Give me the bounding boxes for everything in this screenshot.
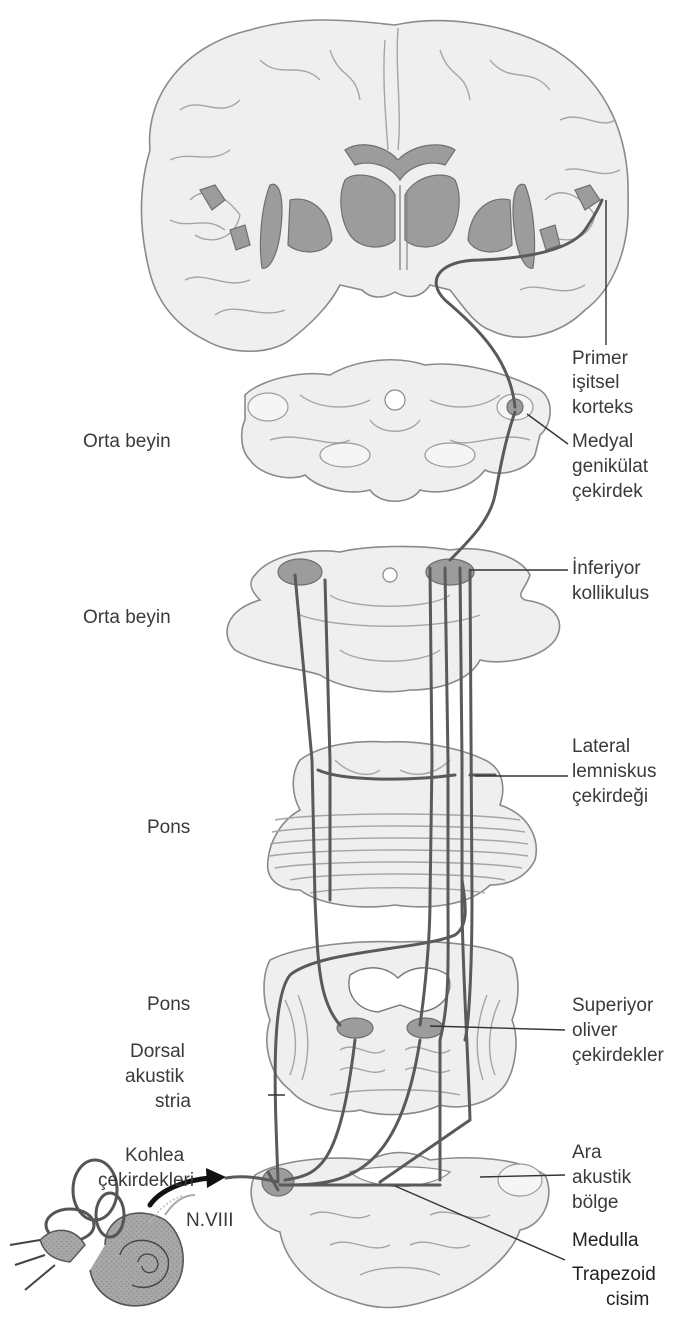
label-cochlear-nuclei: Kohlea çekirdekleri bbox=[98, 1145, 194, 1191]
label-intermediate-stria: Ara akustik bölge bbox=[572, 1142, 632, 1213]
label-lateral-lemniscus: Lateral lemniskus çekirdeği bbox=[572, 736, 656, 807]
label-dorsal-stria: Dorsal akustik stria bbox=[125, 1041, 191, 1112]
so-line-1: Superiyor bbox=[572, 995, 654, 1016]
so-line-3: çekirdekler bbox=[572, 1045, 665, 1066]
ll-line-2: lemniskus bbox=[572, 761, 656, 782]
ias-line-1: Ara bbox=[572, 1142, 602, 1163]
midbrain-section-upper bbox=[242, 360, 550, 501]
cn-line-2: çekirdekleri bbox=[98, 1170, 194, 1191]
ll-line-1: Lateral bbox=[572, 736, 630, 757]
mgn-line-3: çekirdek bbox=[572, 481, 643, 502]
cn-line-1: Kohlea bbox=[125, 1145, 185, 1166]
label-pons-upper: Pons bbox=[147, 817, 190, 838]
primary-cortex-line-2: işitsel bbox=[572, 372, 620, 393]
label-primary-cortex: Primer işitsel korteks bbox=[572, 348, 633, 418]
trapezoid-line-2: cisim bbox=[606, 1289, 649, 1310]
dorsal-line-1: Dorsal bbox=[130, 1041, 185, 1062]
ias-line-2: akustik bbox=[572, 1167, 632, 1188]
ic-line-2: kollikulus bbox=[572, 583, 649, 604]
trapezoid-line-1: Trapezoid bbox=[572, 1264, 656, 1285]
label-inferior-colliculus: İnferiyor kollikulus bbox=[572, 558, 649, 604]
ll-line-3: çekirdeği bbox=[572, 786, 648, 807]
label-trapezoid: Trapezoid cisim bbox=[572, 1264, 656, 1310]
pons-section-upper bbox=[268, 742, 537, 907]
primary-cortex-line-3: korteks bbox=[572, 397, 633, 418]
primary-cortex-line-1: Primer bbox=[572, 348, 629, 369]
midbrain-section-lower bbox=[227, 546, 560, 691]
label-superior-olive: Superiyor oliver çekirdekler bbox=[572, 995, 665, 1066]
label-medulla: Medulla bbox=[572, 1230, 639, 1251]
label-midbrain-upper: Orta beyin bbox=[83, 431, 171, 452]
dorsal-line-3: stria bbox=[155, 1091, 191, 1112]
so-line-2: oliver bbox=[572, 1020, 618, 1041]
dorsal-line-2: akustik bbox=[125, 1066, 185, 1087]
coronal-brain-section bbox=[142, 20, 629, 351]
label-nerve-viii: N.VIII bbox=[186, 1210, 234, 1231]
ic-line-1: İnferiyor bbox=[572, 558, 641, 579]
ias-line-3: bölge bbox=[572, 1192, 619, 1213]
label-pons-lower: Pons bbox=[147, 994, 190, 1015]
mgn-line-1: Medyal bbox=[572, 431, 633, 452]
mgn-line-2: genikülat bbox=[572, 456, 649, 477]
label-midbrain-lower: Orta beyin bbox=[83, 607, 171, 628]
label-mgn: Medyal genikülat çekirdek bbox=[572, 431, 649, 502]
